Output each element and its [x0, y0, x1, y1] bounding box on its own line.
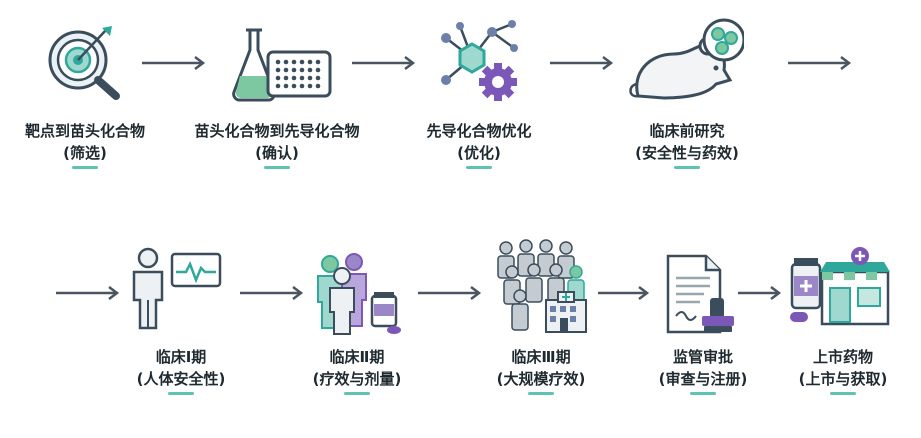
step-underline	[168, 392, 194, 395]
step-subtitle: (疗效与剂量)	[312, 370, 402, 388]
mouse-cells-icon	[629, 18, 744, 100]
arrow-icon	[788, 56, 852, 70]
step-subtitle: (筛选)	[63, 144, 107, 162]
step-label: 临床Ⅱ期 (疗效与剂量)	[252, 346, 462, 390]
step-subtitle: (优化)	[457, 144, 501, 162]
step-underline	[264, 166, 290, 169]
step-label: 临床前研究 (安全性与药效)	[582, 120, 792, 164]
arrow-icon	[142, 56, 206, 70]
step-title: 监管审批	[672, 348, 733, 366]
step-label: 上市药物 (上市与获取)	[738, 346, 921, 390]
arrow-icon	[56, 286, 120, 300]
step-title: 临床Ⅲ期	[511, 348, 571, 366]
step-title: 临床前研究	[649, 122, 725, 140]
step-label: 先导化合物优化 (优化)	[374, 120, 584, 164]
step-label: 靶点到苗头化合物 (筛选)	[0, 120, 190, 164]
arrow-icon	[550, 56, 614, 70]
step-subtitle: (上市与获取)	[798, 370, 888, 388]
step-label: 临床Ⅰ期 (人体安全性)	[76, 346, 286, 390]
person-monitor-icon	[132, 247, 222, 330]
step-underline	[528, 392, 554, 395]
step-title: 临床Ⅰ期	[155, 348, 207, 366]
people-medicine-icon	[317, 253, 401, 335]
document-stamp-icon	[666, 254, 734, 334]
step-title: 临床Ⅱ期	[329, 348, 385, 366]
arrow-icon	[738, 286, 782, 300]
step-underline	[72, 166, 98, 169]
molecule-gear-icon	[441, 20, 518, 101]
step-underline	[344, 392, 370, 395]
arrow-icon	[240, 286, 304, 300]
step-subtitle: (人体安全性)	[136, 370, 226, 388]
step-title: 靶点到苗头化合物	[24, 122, 145, 140]
step-subtitle: (确认)	[255, 144, 299, 162]
step-underline	[830, 392, 856, 395]
target-icon	[48, 26, 120, 100]
flask-plate-icon	[232, 28, 332, 102]
step-label: 苗头化合物到先导化合物 (确认)	[172, 120, 382, 164]
step-label: 临床Ⅲ期 (大规模疗效)	[436, 346, 646, 390]
step-subtitle: (大规模疗效)	[496, 370, 586, 388]
crowd-hospital-icon	[497, 239, 587, 333]
step-subtitle: (审查与注册)	[658, 370, 748, 388]
step-underline	[674, 166, 700, 169]
step-title: 先导化合物优化	[426, 122, 532, 140]
pharmacy-icon	[790, 247, 890, 326]
arrow-icon	[352, 56, 416, 70]
arrow-icon	[418, 286, 482, 300]
step-title: 上市药物	[812, 348, 873, 366]
step-subtitle: (安全性与药效)	[635, 144, 739, 162]
step-underline	[466, 166, 492, 169]
step-label: 监管审批 (审查与注册)	[598, 346, 808, 390]
step-underline	[690, 392, 716, 395]
step-title: 苗头化合物到先导化合物	[194, 122, 360, 140]
arrow-icon	[598, 286, 650, 300]
